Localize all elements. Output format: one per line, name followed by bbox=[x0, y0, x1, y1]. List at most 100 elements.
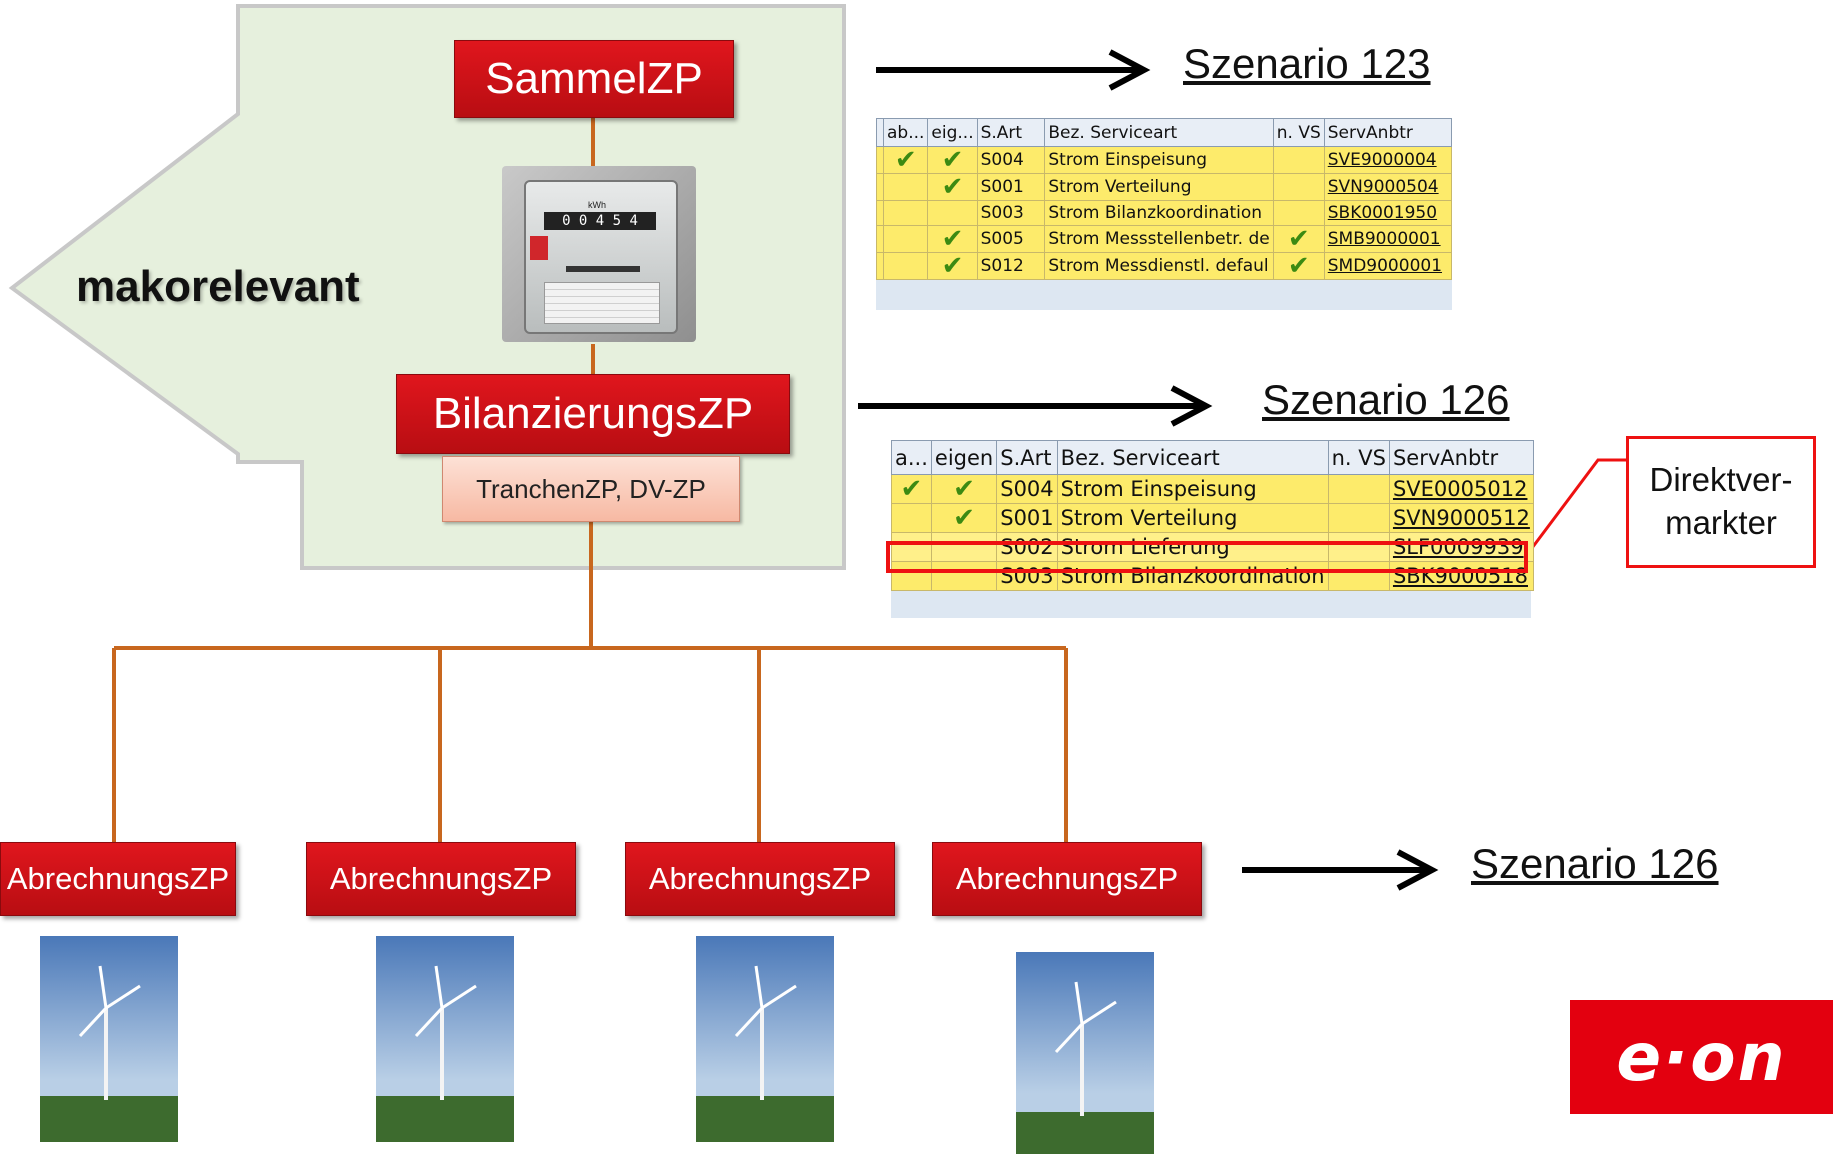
servanbtr-cell[interactable]: SVE9000004 bbox=[1323, 146, 1453, 174]
row-selector[interactable] bbox=[876, 146, 884, 174]
scenario-126-link-top[interactable]: Szenario 126 bbox=[1262, 376, 1510, 423]
eig-cell: ✔ bbox=[927, 146, 978, 174]
eon-logo: e·on bbox=[1570, 1000, 1833, 1114]
row-selector[interactable] bbox=[876, 252, 884, 280]
nvs-cell bbox=[1327, 503, 1390, 533]
checkmark-icon: ✔ bbox=[900, 474, 923, 504]
bez-cell: Strom Einspeisung bbox=[1044, 146, 1274, 174]
bez-cell: Strom Bilanzkoordination bbox=[1056, 561, 1329, 591]
servanbtr-cell[interactable]: SVN9000504 bbox=[1323, 173, 1453, 201]
tranchen-zp-label: TranchenZP, DV-ZP bbox=[476, 473, 706, 504]
sart-cell: S004 bbox=[976, 146, 1046, 174]
column-header-sart[interactable]: S.Art bbox=[996, 440, 1058, 475]
bez-cell: Strom Lieferung bbox=[1056, 532, 1329, 562]
column-header-bez[interactable]: Bez. Serviceart bbox=[1044, 118, 1274, 147]
checkmark-icon: ✔ bbox=[941, 146, 964, 174]
column-header-nvs[interactable]: n. VS bbox=[1327, 440, 1390, 475]
meter-counter: 0 0 4 5 4 bbox=[544, 212, 656, 230]
column-header-a[interactable]: a... bbox=[891, 440, 932, 475]
servanbtr-cell[interactable]: SMD9000001 bbox=[1323, 252, 1453, 280]
servanbtr-cell[interactable]: SVE0005012 bbox=[1388, 474, 1534, 504]
eig-cell bbox=[930, 561, 998, 591]
column-header-sart[interactable]: S.Art bbox=[976, 118, 1046, 147]
column-header-eigen[interactable]: eigen bbox=[930, 440, 998, 475]
eig-cell: ✔ bbox=[927, 252, 978, 280]
direktvermarkter-callout: Direktver- markter bbox=[1626, 436, 1816, 568]
servanbtr-cell[interactable]: SVN9000512 bbox=[1388, 503, 1534, 533]
service-table-scenario-126: a... eigen S.Art Bez. Serviceart n. VS S… bbox=[891, 440, 1534, 618]
eon-logo-text: e·on bbox=[1616, 1018, 1787, 1096]
arrow-scenario-126-top bbox=[858, 385, 1213, 427]
row-selector[interactable] bbox=[876, 173, 884, 201]
eig-cell: ✔ bbox=[927, 225, 978, 253]
column-header-ab[interactable]: ab... bbox=[882, 118, 929, 147]
ab-cell bbox=[891, 561, 932, 591]
sammel-zp-label: SammelZP bbox=[485, 54, 703, 103]
abrechnungs-zp-label: AbrechnungsZP bbox=[955, 861, 1179, 896]
eig-cell: ✔ bbox=[927, 173, 978, 201]
row-selector[interactable] bbox=[876, 200, 884, 226]
eig-cell bbox=[927, 200, 978, 226]
ab-cell bbox=[882, 252, 929, 280]
checkmark-icon: ✔ bbox=[1287, 225, 1310, 253]
bilanzierungs-zp-box: BilanzierungsZP bbox=[396, 374, 790, 454]
sart-cell: S001 bbox=[976, 173, 1046, 201]
abrechnungs-zp-box-2: AbrechnungsZP bbox=[306, 842, 576, 916]
checkmark-icon: ✔ bbox=[941, 173, 964, 201]
nvs-cell bbox=[1327, 532, 1390, 562]
column-header-eig[interactable]: eig... bbox=[927, 118, 978, 147]
service-table-1: ab... eig... S.Art Bez. Serviceart n. VS… bbox=[876, 118, 1453, 280]
scenario-123-link[interactable]: Szenario 123 bbox=[1183, 40, 1431, 87]
row-selector[interactable] bbox=[876, 225, 884, 253]
sart-cell: S005 bbox=[976, 225, 1046, 253]
checkmark-icon: ✔ bbox=[1287, 252, 1310, 280]
bez-cell: Strom Bilanzkoordination bbox=[1044, 200, 1274, 226]
meter-plate bbox=[544, 282, 660, 324]
sart-cell: S002 bbox=[996, 532, 1058, 562]
column-header-bez[interactable]: Bez. Serviceart bbox=[1056, 440, 1329, 475]
direktvermarkter-line2: markter bbox=[1665, 504, 1777, 541]
nvs-cell bbox=[1327, 474, 1390, 504]
column-header-servanbtr[interactable]: ServAnbtr bbox=[1323, 118, 1453, 147]
row-selector-header bbox=[876, 118, 884, 147]
checkmark-icon: ✔ bbox=[953, 503, 975, 533]
servanbtr-cell[interactable]: SBK0001950 bbox=[1323, 200, 1453, 226]
abrechnungs-zp-box-4: AbrechnungsZP bbox=[932, 842, 1202, 916]
servanbtr-cell[interactable]: SLF0009939 bbox=[1388, 532, 1534, 562]
servanbtr-cell[interactable]: SMB9000001 bbox=[1323, 225, 1453, 253]
sart-cell: S003 bbox=[976, 200, 1046, 226]
ab-cell bbox=[882, 225, 929, 253]
bilanzierungs-zp-label: BilanzierungsZP bbox=[432, 389, 754, 438]
column-header-servanbtr[interactable]: ServAnbtr bbox=[1388, 440, 1534, 475]
column-header-nvs[interactable]: n. VS bbox=[1272, 118, 1325, 147]
bez-cell: Strom Verteilung bbox=[1056, 503, 1329, 533]
bez-cell: Strom Einspeisung bbox=[1056, 474, 1329, 504]
sart-cell: S003 bbox=[996, 561, 1058, 591]
makorelevant-label: makorelevant bbox=[76, 262, 360, 311]
checkmark-icon: ✔ bbox=[894, 146, 917, 174]
wind-turbine-image-4 bbox=[1016, 952, 1154, 1154]
eig-cell: ✔ bbox=[930, 503, 998, 533]
service-table-2: a... eigen S.Art Bez. Serviceart n. VS S… bbox=[891, 440, 1534, 591]
nvs-cell bbox=[1272, 200, 1325, 226]
bez-cell: Strom Verteilung bbox=[1044, 173, 1274, 201]
sammel-zp-box: SammelZP bbox=[454, 40, 734, 118]
nvs-cell: ✔ bbox=[1272, 252, 1325, 280]
servanbtr-cell[interactable]: SBK9000518 bbox=[1388, 561, 1534, 591]
checkmark-icon: ✔ bbox=[941, 252, 964, 280]
highlight-s002-row bbox=[886, 541, 1528, 573]
table-header-row: a... eigen S.Art Bez. Serviceart n. VS S… bbox=[891, 440, 1534, 475]
ab-cell bbox=[882, 173, 929, 201]
bez-cell: Strom Messstellenbetr. de bbox=[1044, 225, 1274, 253]
table-header-row: ab... eig... S.Art Bez. Serviceart n. VS… bbox=[876, 118, 1453, 147]
bez-cell: Strom Messdienstl. defaul bbox=[1044, 252, 1274, 280]
scenario-126-link-bottom[interactable]: Szenario 126 bbox=[1471, 840, 1719, 887]
